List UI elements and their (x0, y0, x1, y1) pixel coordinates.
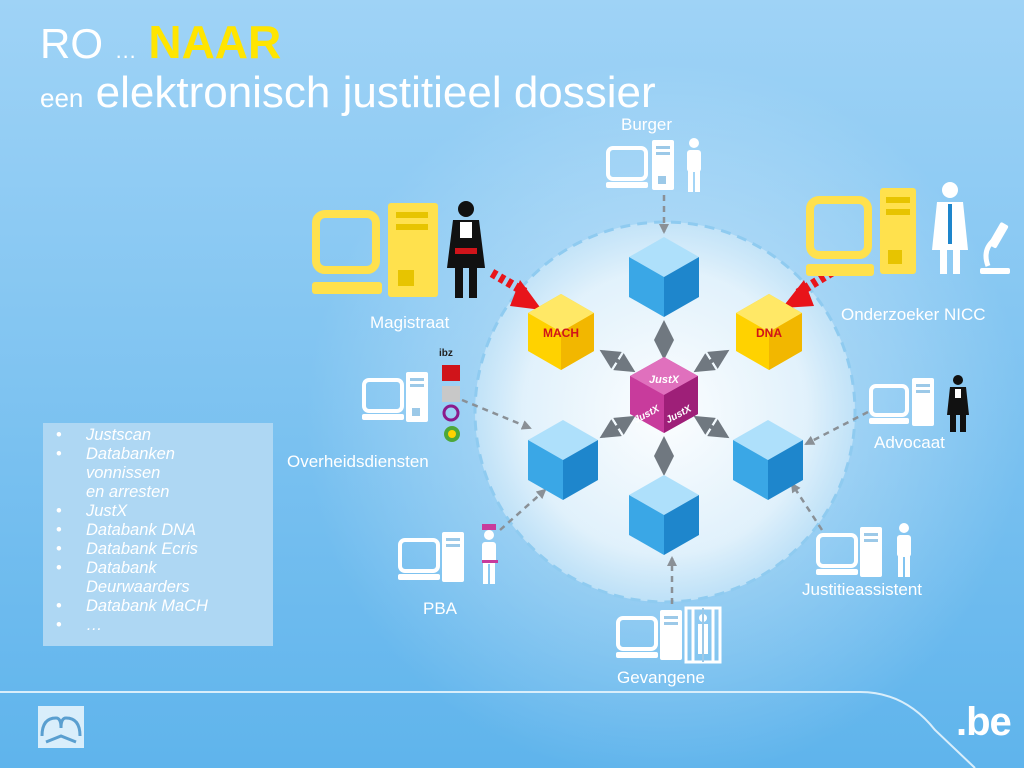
label-overheidsdiensten: Overheidsdiensten (287, 452, 429, 471)
mach-label: MACH (543, 326, 579, 340)
computer-icon (806, 188, 916, 276)
label-advocaat: Advocaat (874, 433, 945, 452)
title-main: elektronisch justitieel dossier (95, 68, 656, 117)
mach-hub: MACH (528, 294, 594, 370)
overheid-workstation: ibz (362, 348, 460, 442)
computer-icon (398, 532, 464, 582)
list-item: •JustX (56, 502, 128, 520)
dna-label: DNA (756, 326, 782, 340)
title-line-1: RO … NAAR (40, 18, 281, 75)
label-pba: PBA (423, 599, 458, 618)
label-magistraat: Magistraat (370, 313, 450, 332)
title-line-2: een elektronisch justitieel dossier (40, 68, 656, 123)
pba-workstation (398, 524, 498, 584)
magistrate-icon (447, 201, 485, 298)
justitieassistent-workstation (816, 523, 911, 577)
brand-be: .be (956, 700, 1012, 744)
microscope-icon (980, 222, 1010, 274)
justx-label-top: JustX (649, 374, 680, 386)
label-justitieassistent: Justitieassistent (802, 580, 922, 599)
ibz-logo: ibz (439, 348, 453, 359)
lawyer-icon (947, 375, 969, 432)
person-icon (687, 138, 701, 192)
red-arrows (489, 268, 835, 310)
footer-curve (0, 691, 976, 768)
label-gevangene: Gevangene (617, 668, 705, 687)
hub-connectors (599, 320, 730, 476)
cube-top (629, 237, 699, 317)
label-onderzoeker: Onderzoeker NICC (841, 305, 986, 324)
advocaat-workstation (869, 375, 969, 432)
list-item: •Justscan (56, 426, 152, 444)
title-een: een (40, 83, 84, 113)
title-naar: NAAR (148, 16, 282, 68)
cube-left (528, 420, 598, 500)
gevangene-workstation (616, 606, 722, 664)
justx-hub: JustX JustX JustX (630, 357, 698, 433)
computer-icon (816, 527, 882, 577)
person-icon (897, 523, 911, 577)
magistraat-workstation (312, 201, 485, 298)
cube-right (733, 420, 803, 500)
list-item: •… (56, 616, 103, 634)
cube-bottom (629, 475, 699, 555)
actor-connectors (461, 195, 869, 604)
computer-icon (312, 203, 438, 297)
burger-workstation (606, 138, 701, 192)
dna-hub: DNA (736, 294, 802, 370)
title-ro: RO (40, 20, 103, 67)
prison-bars-icon (684, 606, 722, 664)
lab-coat-person-icon (932, 182, 968, 274)
computer-icon (362, 372, 428, 422)
list-item: •Databank DNA (56, 521, 197, 539)
title-ellipsis: … (114, 38, 137, 63)
list-item: •Databank MaCH (56, 597, 208, 615)
onderzoeker-workstation (806, 182, 1010, 276)
agency-logos: ibz (439, 348, 460, 442)
label-burger: Burger (621, 115, 673, 134)
computer-icon (616, 610, 682, 660)
book-logo-icon (38, 706, 84, 748)
person-icon (482, 524, 498, 584)
computer-icon (606, 140, 674, 190)
computer-icon (869, 378, 934, 426)
list-item: •Databank Ecris (56, 540, 198, 558)
